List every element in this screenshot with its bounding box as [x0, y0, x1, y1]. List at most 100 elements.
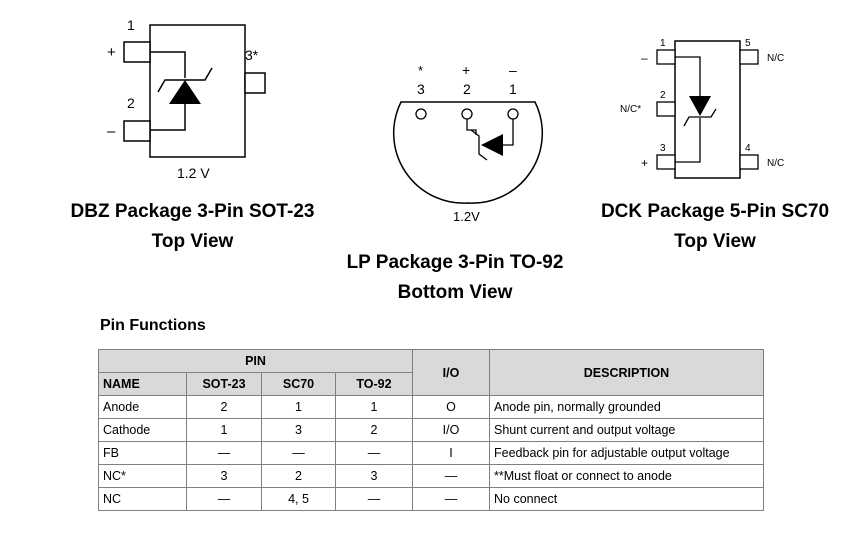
cell-sc70: 2 — [261, 464, 336, 488]
cell-to92: 1 — [335, 395, 413, 419]
header-sc70: SC70 — [261, 372, 336, 396]
dck-pin-4-label: 4 — [745, 143, 751, 154]
dck-pin-3-label: 3 — [660, 143, 666, 154]
lp-pin-2-label: 2 — [463, 81, 471, 97]
dck-pin-4-pad — [739, 154, 759, 170]
lp-mark-3: * — [418, 63, 423, 78]
dck-anode-wire — [675, 56, 701, 96]
table-row: Anode 2 1 1 O Anode pin, normally ground… — [98, 395, 764, 419]
lp-caption: LP Package 3-Pin TO-92 Bottom View — [310, 248, 600, 308]
cell-io: O — [412, 395, 490, 419]
dbz-zener-bar — [157, 67, 213, 93]
dck-pin-2-pad — [656, 101, 676, 117]
lp-anode-wire — [503, 119, 514, 146]
cell-name: Anode — [98, 395, 187, 419]
header-description: DESCRIPTION — [489, 349, 764, 396]
lp-pin-1-label: 1 — [509, 81, 517, 97]
dck-plus-label: + — [641, 156, 648, 170]
cell-io: I — [412, 441, 490, 465]
dck-zener-diode-icon — [689, 96, 711, 116]
dck-package-diagram: 1 2 3 5 4 – N/C* + N/C N/C — [620, 38, 784, 179]
lp-mark-1: – — [509, 62, 517, 78]
cell-sot23: — — [186, 441, 262, 465]
dck-package-body — [674, 40, 741, 179]
cell-to92: — — [335, 441, 413, 465]
cell-sot23: — — [186, 487, 262, 511]
header-to92: TO-92 — [335, 372, 413, 396]
lp-package-body — [392, 101, 544, 204]
dck-pin-5-label: 5 — [745, 38, 751, 49]
lp-pin-3-label: 3 — [417, 81, 425, 97]
table-header-row: PIN I/O DESCRIPTION — [98, 349, 764, 396]
dbz-pin-1-pad — [123, 41, 151, 63]
dbz-pin-2-pad — [123, 120, 151, 142]
table-row: FB — — — I Feedback pin for adjustable o… — [98, 441, 764, 465]
cell-to92: 2 — [335, 418, 413, 442]
dbz-plus-label: + — [107, 44, 116, 61]
cell-io: — — [412, 464, 490, 488]
dck-pin-1-pad — [656, 49, 676, 65]
header-name: NAME — [98, 372, 187, 396]
lp-voltage-label: 1.2V — [453, 209, 480, 224]
cell-description: **Must float or connect to anode — [489, 464, 764, 488]
dck-nc-4-label: N/C — [767, 158, 784, 169]
table-row: Cathode 1 3 2 I/O Shunt current and outp… — [98, 418, 764, 442]
cell-to92: — — [335, 487, 413, 511]
lp-zener-diode-icon — [481, 134, 503, 156]
cell-sot23: 1 — [186, 418, 262, 442]
cell-sc70: 3 — [261, 418, 336, 442]
dck-minus-label: – — [641, 51, 648, 65]
dck-nc-star-label: N/C* — [620, 104, 641, 115]
cell-sc70: 1 — [261, 395, 336, 419]
header-pin: PIN — [98, 349, 413, 373]
dbz-caption-title: DBZ Package 3-Pin SOT-23 — [70, 201, 315, 222]
cell-io: I/O — [412, 418, 490, 442]
cell-name: NC — [98, 487, 187, 511]
header-io: I/O — [412, 349, 490, 396]
dck-pin-3-pad — [656, 154, 676, 170]
cell-sc70: — — [261, 441, 336, 465]
dbz-pin-3-label: 3* — [245, 47, 259, 63]
dbz-caption-view: Top View — [151, 231, 234, 252]
lp-package-diagram: * + – 3 2 1 1.2V — [392, 62, 544, 224]
dbz-cathode-wire — [150, 51, 186, 78]
table-subheader-row: NAME SOT-23 SC70 TO-92 — [98, 372, 764, 396]
dbz-pin-2-label: 2 — [127, 95, 135, 111]
cell-sc70: 4, 5 — [261, 487, 336, 511]
pin-functions-table: PIN I/O DESCRIPTION NAME SOT-23 SC70 TO-… — [98, 349, 764, 511]
dbz-package-body — [149, 24, 246, 158]
dbz-zener-diode-icon — [169, 80, 201, 104]
dbz-anode-wire — [150, 104, 186, 131]
cell-sot23: 2 — [186, 395, 262, 419]
lp-mark-2: + — [462, 62, 470, 78]
header-sot23: SOT-23 — [186, 372, 262, 396]
dck-pin-1-label: 1 — [660, 38, 666, 49]
dck-pin-2-label: 2 — [660, 90, 666, 101]
dbz-package-diagram: 1 + 2 – 3* 1.2 V — [107, 17, 266, 181]
dck-caption: DCK Package 5-Pin SC70 Top View — [570, 197, 851, 257]
cell-description: Feedback pin for adjustable output volta… — [489, 441, 764, 465]
dck-cathode-wire — [675, 118, 701, 163]
dbz-minus-label: – — [107, 123, 116, 140]
dbz-pin-1-label: 1 — [127, 17, 135, 33]
pin-functions-title: Pin Functions — [100, 317, 206, 334]
dck-caption-view: Top View — [674, 231, 756, 252]
dbz-caption: DBZ Package 3-Pin SOT-23 Top View — [40, 197, 345, 257]
dck-nc-5-label: N/C — [767, 53, 784, 64]
dbz-pin-3-pad — [244, 72, 266, 94]
lp-caption-title: LP Package 3-Pin TO-92 — [346, 252, 564, 273]
dbz-voltage-label: 1.2 V — [177, 165, 210, 181]
cell-io: — — [412, 487, 490, 511]
dck-caption-title: DCK Package 5-Pin SC70 — [600, 201, 830, 222]
lp-zener-bar — [470, 129, 488, 161]
cell-to92: 3 — [335, 464, 413, 488]
cell-description: Shunt current and output voltage — [489, 418, 764, 442]
cell-name: NC* — [98, 464, 187, 488]
lp-pin-2-hole — [461, 108, 473, 120]
cell-description: No connect — [489, 487, 764, 511]
table-row: NC* 3 2 3 — **Must float or connect to a… — [98, 464, 764, 488]
cell-name: Cathode — [98, 418, 187, 442]
dck-pin-5-pad — [739, 49, 759, 65]
dck-zener-bar — [683, 108, 717, 127]
cell-description: Anode pin, normally grounded — [489, 395, 764, 419]
